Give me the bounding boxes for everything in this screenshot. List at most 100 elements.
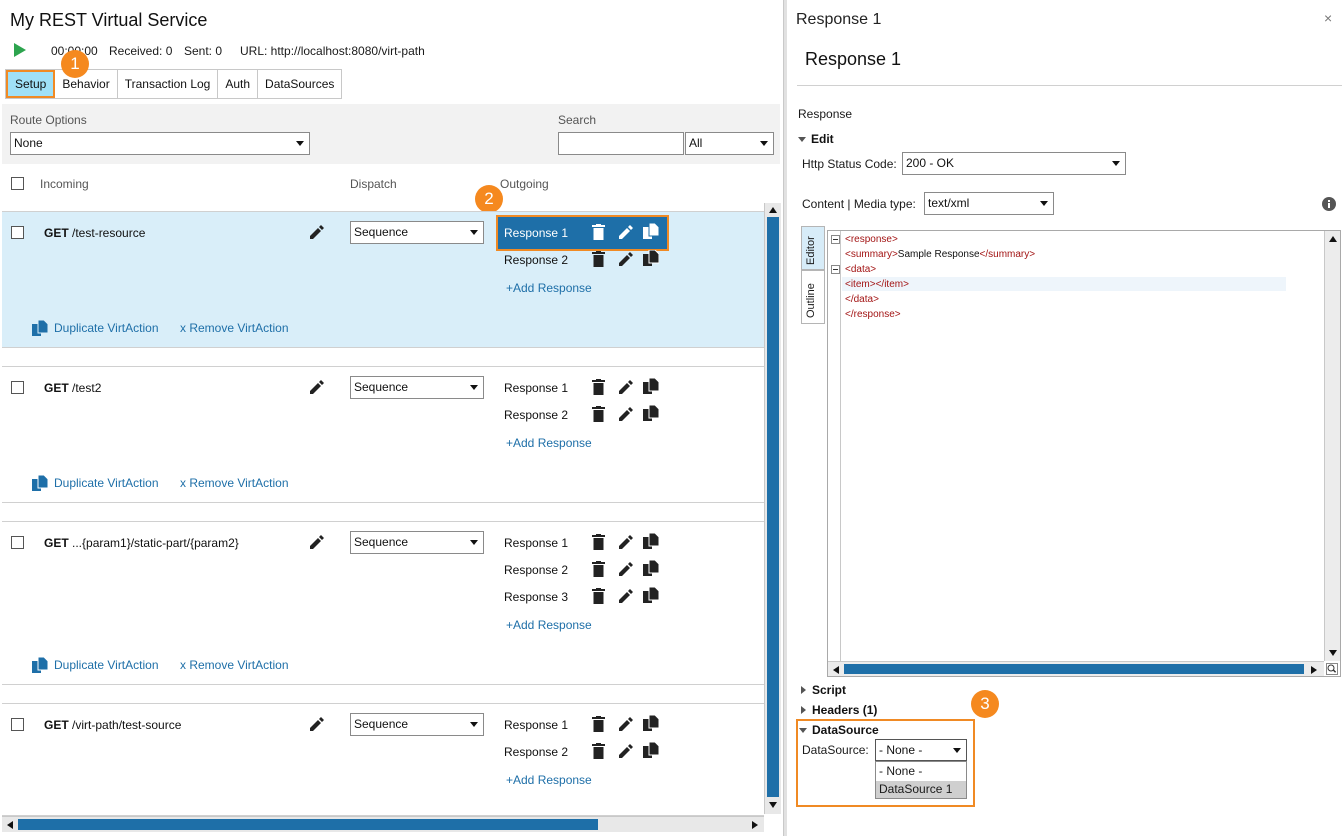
scroll-down-icon[interactable] bbox=[768, 801, 778, 809]
script-section-toggle[interactable]: Script bbox=[801, 683, 846, 697]
remove-virtaction-link[interactable]: x Remove VirtAction bbox=[180, 476, 289, 490]
tab-behavior[interactable]: Behavior bbox=[55, 70, 118, 98]
duplicate-virtaction-link[interactable]: Duplicate VirtAction bbox=[54, 476, 159, 490]
copy-icon[interactable] bbox=[643, 560, 659, 577]
trash-icon[interactable] bbox=[592, 716, 605, 732]
copy-icon[interactable] bbox=[643, 250, 659, 267]
tab-setup[interactable]: Setup bbox=[6, 70, 56, 98]
remove-virtaction-link[interactable]: x Remove VirtAction bbox=[180, 658, 289, 672]
duplicate-virtaction-link[interactable]: Duplicate VirtAction bbox=[54, 321, 159, 335]
edit-pencil-icon[interactable] bbox=[308, 224, 324, 240]
row-checkbox[interactable] bbox=[11, 718, 24, 731]
edit-pencil-icon[interactable] bbox=[617, 406, 633, 422]
scroll-right-icon[interactable] bbox=[1310, 665, 1318, 675]
row-checkbox[interactable] bbox=[11, 536, 24, 549]
horizontal-scrollbar[interactable] bbox=[2, 816, 764, 832]
edit-pencil-icon[interactable] bbox=[617, 716, 633, 732]
scroll-right-icon[interactable] bbox=[751, 820, 759, 830]
response-label[interactable]: Response 1 bbox=[504, 718, 569, 732]
select-all-checkbox[interactable] bbox=[11, 177, 24, 190]
route-options-select[interactable]: None bbox=[10, 132, 310, 155]
scroll-left-icon[interactable] bbox=[6, 820, 14, 830]
status-code-select[interactable]: 200 - OK bbox=[902, 152, 1126, 175]
horizontal-scroll-thumb[interactable] bbox=[18, 819, 598, 830]
trash-icon[interactable] bbox=[592, 561, 605, 577]
copy-icon[interactable] bbox=[643, 223, 659, 240]
datasource-section-toggle[interactable]: DataSource bbox=[799, 723, 879, 737]
trash-icon[interactable] bbox=[592, 534, 605, 550]
edit-pencil-icon[interactable] bbox=[308, 534, 324, 550]
tab-datasources[interactable]: DataSources bbox=[265, 77, 335, 91]
remove-virtaction-link[interactable]: x Remove VirtAction bbox=[180, 321, 289, 335]
copy-icon[interactable] bbox=[643, 378, 659, 395]
trash-icon[interactable] bbox=[592, 379, 605, 395]
response-label[interactable]: Response 2 bbox=[504, 563, 569, 577]
scroll-up-icon[interactable] bbox=[1328, 235, 1338, 243]
duplicate-virtaction-link[interactable]: Duplicate VirtAction bbox=[54, 658, 159, 672]
media-type-select[interactable]: text/xml bbox=[924, 192, 1054, 215]
close-icon[interactable]: × bbox=[1324, 10, 1333, 26]
edit-pencil-icon[interactable] bbox=[617, 251, 633, 267]
search-input[interactable] bbox=[558, 132, 684, 155]
search-scope-select[interactable]: All bbox=[685, 132, 774, 155]
play-icon[interactable] bbox=[13, 43, 27, 57]
headers-section-toggle[interactable]: Headers (1) bbox=[801, 703, 877, 717]
panel-splitter[interactable] bbox=[783, 0, 787, 836]
edit-pencil-icon[interactable] bbox=[617, 224, 633, 240]
vertical-scrollbar[interactable] bbox=[764, 203, 781, 814]
tab-transaction-log[interactable]: Transaction Log bbox=[118, 70, 219, 98]
selected-response-highlight[interactable] bbox=[496, 215, 669, 251]
response-label[interactable]: Response 1 bbox=[504, 226, 569, 240]
edit-pencil-icon[interactable] bbox=[617, 379, 633, 395]
trash-icon[interactable] bbox=[592, 588, 605, 604]
trash-icon[interactable] bbox=[592, 743, 605, 759]
add-response-link[interactable]: +Add Response bbox=[506, 436, 592, 450]
tab-auth[interactable]: Auth bbox=[218, 70, 259, 98]
collapse-icon[interactable] bbox=[831, 235, 840, 244]
edit-pencil-icon[interactable] bbox=[617, 534, 633, 550]
edit-pencil-icon[interactable] bbox=[617, 561, 633, 577]
response-label[interactable]: Response 1 bbox=[504, 536, 569, 550]
edit-pencil-icon[interactable] bbox=[617, 588, 633, 604]
vertical-scroll-thumb[interactable] bbox=[767, 217, 779, 797]
copy-icon[interactable] bbox=[643, 587, 659, 604]
xml-editor[interactable]: <response> <summary>Sample Response</sum… bbox=[827, 230, 1341, 677]
response-label[interactable]: Response 2 bbox=[504, 745, 569, 759]
add-response-link[interactable]: +Add Response bbox=[506, 281, 592, 295]
copy-icon[interactable] bbox=[643, 715, 659, 732]
add-response-link[interactable]: +Add Response bbox=[506, 773, 592, 787]
edit-pencil-icon[interactable] bbox=[617, 743, 633, 759]
dispatch-select[interactable]: Sequence bbox=[350, 531, 484, 554]
row-checkbox[interactable] bbox=[11, 381, 24, 394]
datasource-option[interactable]: - None - bbox=[879, 764, 923, 778]
scroll-left-icon[interactable] bbox=[832, 665, 840, 675]
datasource-select[interactable]: - None - bbox=[875, 739, 967, 761]
response-label[interactable]: Response 1 bbox=[504, 381, 569, 395]
collapse-icon[interactable] bbox=[831, 265, 840, 274]
copy-icon[interactable] bbox=[643, 742, 659, 759]
editor-horizontal-scrollbar[interactable] bbox=[828, 661, 1324, 676]
copy-icon[interactable] bbox=[643, 533, 659, 550]
trash-icon[interactable] bbox=[592, 251, 605, 267]
tab-editor[interactable]: Editor bbox=[801, 226, 825, 270]
zoom-icon[interactable] bbox=[1326, 663, 1338, 675]
response-label[interactable]: Response 3 bbox=[504, 590, 569, 604]
response-label[interactable]: Response 2 bbox=[504, 408, 569, 422]
trash-icon[interactable] bbox=[592, 224, 605, 240]
add-response-link[interactable]: +Add Response bbox=[506, 618, 592, 632]
copy-icon[interactable] bbox=[643, 405, 659, 422]
dispatch-select[interactable]: Sequence bbox=[350, 376, 484, 399]
scroll-up-icon[interactable] bbox=[768, 206, 778, 214]
edit-pencil-icon[interactable] bbox=[308, 379, 324, 395]
tab-outline[interactable]: Outline bbox=[801, 270, 825, 324]
edit-pencil-icon[interactable] bbox=[308, 716, 324, 732]
trash-icon[interactable] bbox=[592, 406, 605, 422]
datasource-option[interactable]: DataSource 1 bbox=[876, 781, 966, 798]
editor-horizontal-thumb[interactable] bbox=[844, 664, 1304, 674]
row-checkbox[interactable] bbox=[11, 226, 24, 239]
info-icon[interactable] bbox=[1322, 197, 1336, 211]
dispatch-select[interactable]: Sequence bbox=[350, 713, 484, 736]
dispatch-select[interactable]: Sequence bbox=[350, 221, 484, 244]
response-label[interactable]: Response 2 bbox=[504, 253, 569, 267]
editor-vertical-scrollbar[interactable] bbox=[1324, 231, 1340, 661]
